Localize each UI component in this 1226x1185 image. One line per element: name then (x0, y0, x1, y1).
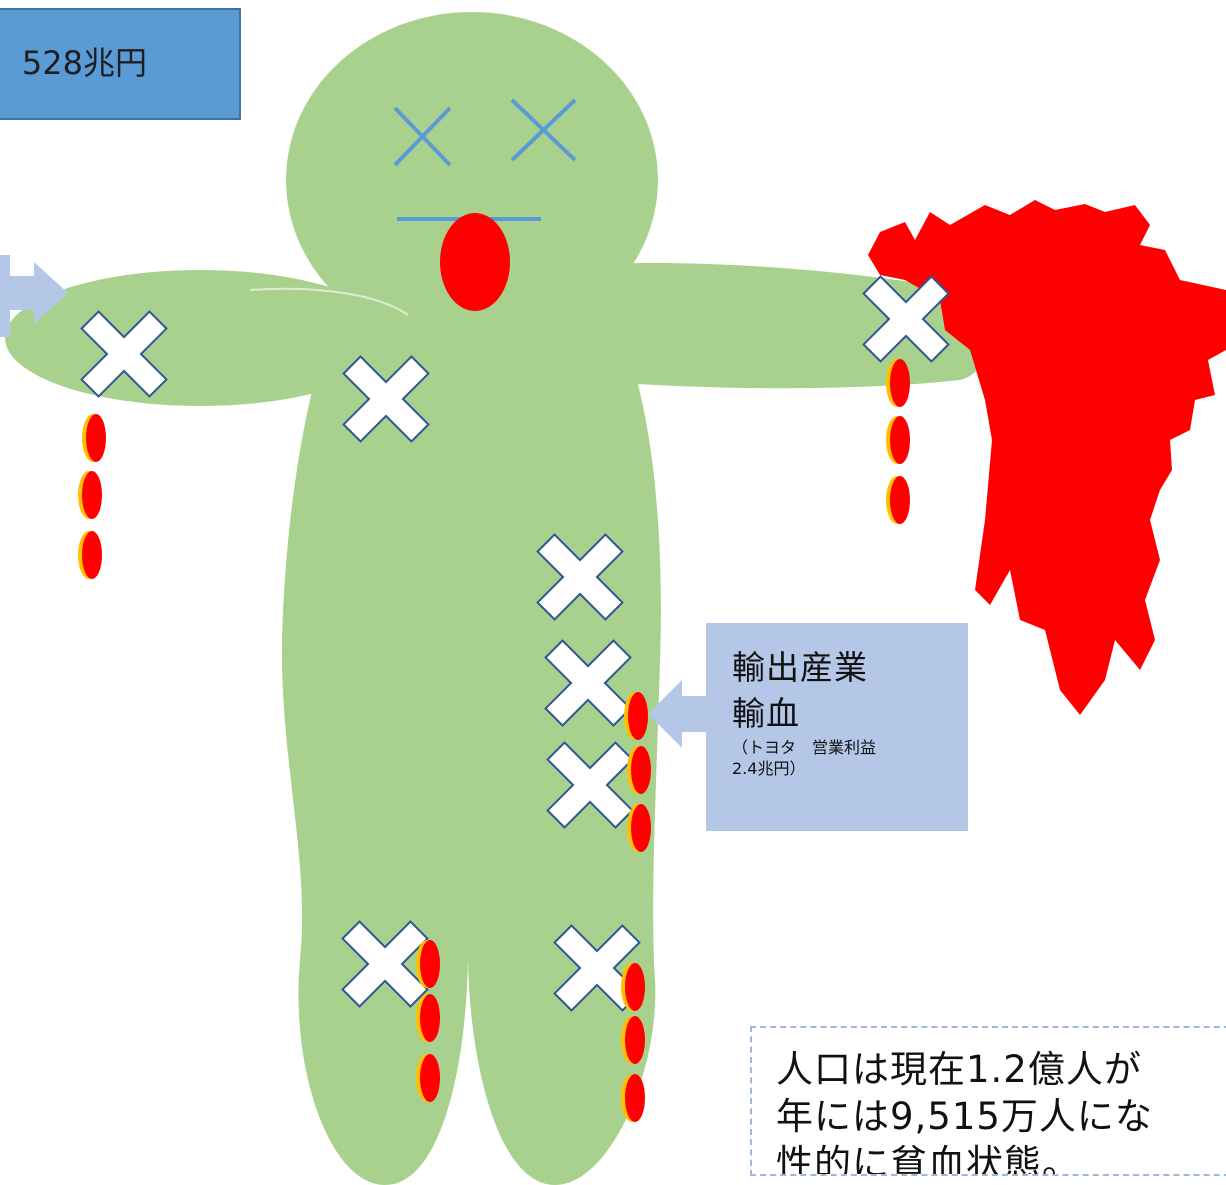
x-eye-icon (393, 106, 452, 167)
blood-drop-icon (886, 359, 910, 407)
body-figure (5, 12, 990, 1185)
blood-drop-icon (886, 416, 910, 464)
blood-drop-icon (621, 963, 645, 1011)
population-note-text: 人口は現在1.2億人が 年には9,515万人にな 性的に貧血状態。 (776, 1048, 1153, 1176)
blood-drop-icon (624, 692, 648, 740)
blood-drop-icon (82, 414, 106, 462)
blood-drop-icon (416, 1054, 440, 1102)
blood-drop-icon (78, 531, 102, 579)
blood-drop-icon (621, 1016, 645, 1064)
blood-drop-icon (416, 994, 440, 1042)
x-eye-icon (510, 98, 577, 162)
population-note-box: 人口は現在1.2億人が 年には9,515万人にな 性的に貧血状態。 (750, 1026, 1226, 1176)
blood-drop-icon (621, 1074, 645, 1122)
blood-drop-icon (627, 804, 651, 852)
blood-splash (868, 200, 1226, 715)
export-industry-box: 輸出産業 輸血 （トヨタ 営業利益 2.4兆円） (706, 623, 968, 831)
debt-amount-label: 528兆円 (21, 44, 147, 82)
export-title-line1: 輸出産業 (732, 648, 868, 687)
debt-amount-box: 528兆円 (0, 8, 241, 120)
export-note-line1: （トヨタ 営業利益 (732, 738, 877, 757)
blood-drop-icon (416, 940, 440, 988)
blood-drop-icon (78, 471, 102, 519)
open-mouth-blood (440, 213, 510, 311)
blood-drop-icon (627, 746, 651, 794)
export-note-line2: 2.4兆円） (732, 759, 806, 778)
export-title-line2: 輸血 (732, 694, 800, 733)
right-arrow-icon (0, 255, 68, 337)
right-arrow-icon (648, 680, 706, 748)
blood-drop-icon (886, 476, 910, 524)
